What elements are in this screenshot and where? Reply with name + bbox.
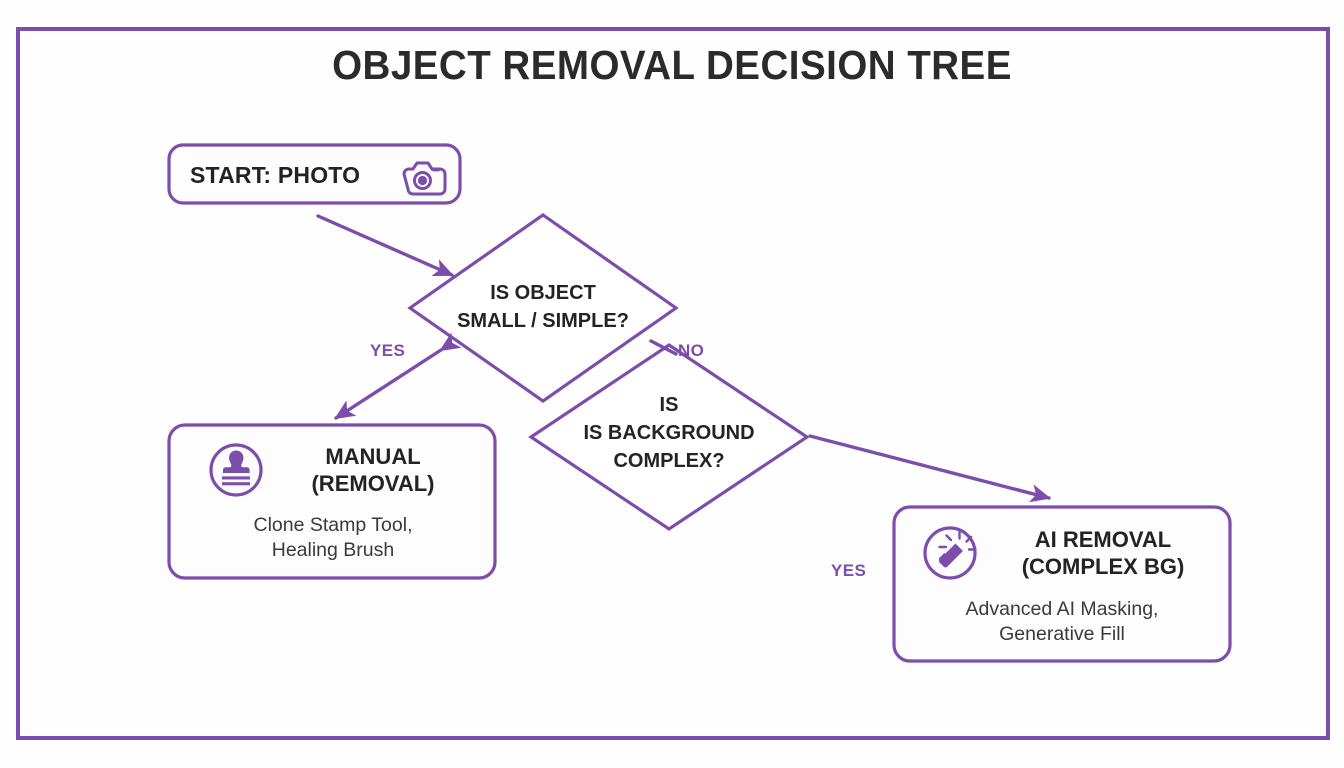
- node-ai-title: AI REMOVAL (COMPLEX BG): [988, 526, 1218, 580]
- node-ai-shape[interactable]: [892, 505, 1232, 663]
- node-manual-shape[interactable]: [167, 423, 497, 580]
- ai-title-line1: AI REMOVAL: [1034, 527, 1172, 552]
- edge-start-to-decision-one: [316, 214, 454, 277]
- camera-icon: [402, 161, 447, 196]
- node-manual-subtitle: Clone Stamp Tool, Healing Brush: [188, 513, 478, 563]
- magic-wand-icon: [923, 526, 977, 580]
- node-decision-one-shape[interactable]: [407, 213, 679, 403]
- decision-two-line2: IS BACKGROUND: [583, 422, 755, 444]
- node-decision-one-label: IS OBJECT SMALL / SIMPLE?: [443, 279, 643, 335]
- manual-title-line2: (REMOVAL): [311, 471, 435, 496]
- node-start-shape[interactable]: [167, 143, 462, 205]
- decision-two-line1: IS: [659, 394, 679, 416]
- manual-title-line1: MANUAL: [325, 444, 421, 469]
- edge-label-yes-ai: YES: [831, 561, 867, 580]
- manual-sub-line2: Healing Brush: [271, 539, 395, 561]
- decision-one-line2: SMALL / SIMPLE?: [457, 310, 629, 332]
- ai-sub-line2: Generative Fill: [999, 623, 1125, 645]
- edge-label-yes-manual: YES: [370, 341, 406, 360]
- edge-decision-one-yes: [334, 332, 462, 420]
- decision-one-line1: IS OBJECT: [490, 282, 596, 304]
- node-decision-two-label: IS IS BACKGROUND COMPLEX?: [569, 391, 769, 475]
- node-decision-two-shape[interactable]: [528, 343, 810, 531]
- node-ai-subtitle: Advanced AI Masking, Generative Fill: [912, 597, 1212, 647]
- edge-decision-one-no: [649, 339, 678, 356]
- ai-title-line2: (COMPLEX BG): [1021, 554, 1185, 579]
- node-start-label: START: PHOTO: [190, 162, 361, 188]
- edge-label-no: NO: [678, 341, 705, 360]
- decision-two-line3: COMPLEX?: [613, 450, 725, 472]
- page-border: [16, 27, 1330, 740]
- ai-sub-line1: Advanced AI Masking,: [965, 598, 1159, 620]
- stamp-icon: [209, 443, 263, 497]
- page-title: OBJECT REMOVAL DECISION TREE: [332, 42, 1012, 88]
- edge-decision-two-yes: [808, 434, 1051, 503]
- manual-sub-line1: Clone Stamp Tool,: [253, 514, 413, 536]
- node-manual-title: MANUAL (REMOVAL): [275, 443, 471, 497]
